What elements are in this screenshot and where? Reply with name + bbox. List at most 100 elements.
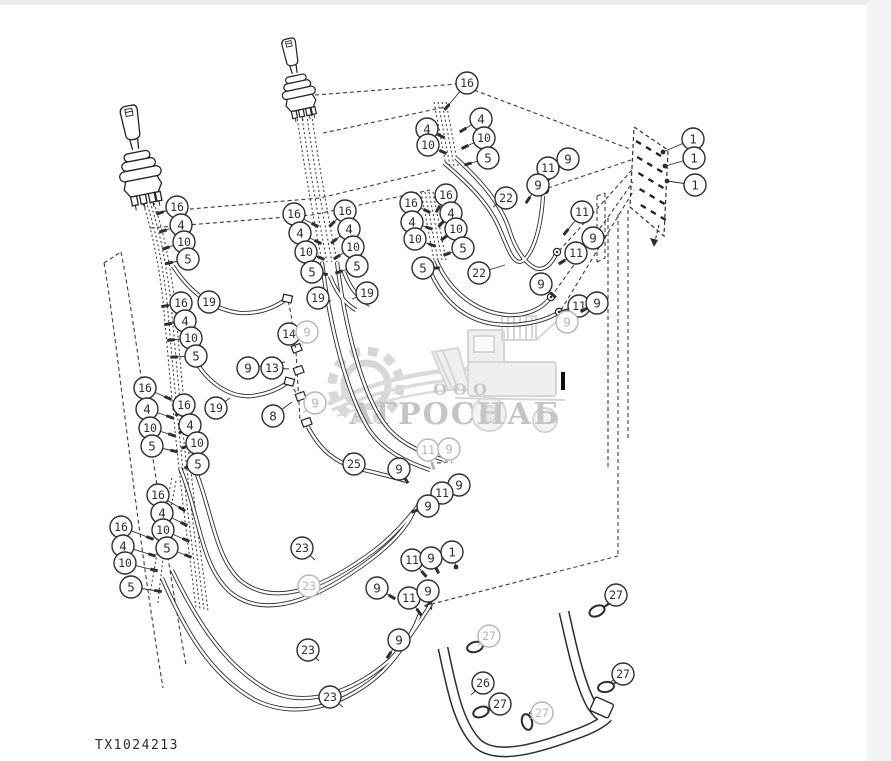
svg-text:10: 10: [449, 222, 463, 236]
callout-4: 4: [135, 397, 175, 421]
svg-text:9: 9: [455, 478, 463, 493]
drawing-number: TX1024213: [95, 738, 179, 753]
callout-10: 10: [138, 416, 177, 440]
callout-27: 27: [528, 701, 554, 725]
svg-text:10: 10: [143, 421, 157, 435]
callout-11: 11: [397, 586, 423, 616]
drain-hose: [437, 610, 615, 758]
callout-5: 5: [140, 434, 179, 458]
svg-text:4: 4: [181, 314, 189, 329]
callout-5: 5: [442, 236, 475, 260]
svg-text:16: 16: [151, 488, 165, 502]
svg-text:16: 16: [439, 188, 453, 202]
callout-22: 22: [492, 186, 518, 210]
callout-11: 11: [557, 241, 588, 266]
svg-text:10: 10: [190, 436, 204, 450]
callout-22: 22: [467, 261, 506, 285]
callout-23: 23: [318, 685, 344, 709]
svg-text:10: 10: [346, 240, 360, 254]
svg-text:16: 16: [138, 381, 152, 395]
svg-text:5: 5: [184, 252, 192, 267]
callout-10: 10: [416, 133, 448, 157]
svg-text:9: 9: [563, 315, 571, 330]
svg-text:23: 23: [301, 643, 315, 657]
callout-16: 16: [109, 515, 155, 541]
callout-23: 23: [297, 574, 322, 598]
svg-text:26: 26: [476, 676, 490, 690]
svg-text:5: 5: [459, 241, 467, 256]
svg-text:10: 10: [118, 556, 132, 570]
callouts-layer: 1641051641051916410519164105191641041051…: [109, 71, 707, 725]
callout-9: 9: [524, 173, 550, 204]
svg-text:27: 27: [482, 629, 496, 643]
combine-harvester-icon: [430, 315, 566, 433]
svg-text:4: 4: [158, 506, 166, 521]
callout-9: 9: [579, 291, 609, 315]
svg-text:16: 16: [114, 520, 128, 534]
callout-5: 5: [411, 256, 440, 280]
callout-10: 10: [180, 431, 209, 455]
svg-text:10: 10: [177, 235, 191, 249]
callout-9: 9: [387, 457, 411, 485]
svg-text:4: 4: [345, 222, 353, 237]
svg-text:19: 19: [311, 291, 325, 305]
callout-8: 8: [261, 401, 293, 428]
callout-1: 1: [662, 146, 706, 170]
svg-text:9: 9: [424, 584, 432, 599]
hose-connector: [589, 696, 615, 719]
svg-text:27: 27: [616, 667, 630, 681]
svg-text:4: 4: [177, 218, 185, 233]
callout-10: 10: [294, 240, 326, 264]
svg-text:9: 9: [373, 581, 381, 596]
svg-text:4: 4: [143, 402, 151, 417]
svg-text:27: 27: [493, 697, 507, 711]
callout-5: 5: [119, 575, 162, 599]
svg-text:1: 1: [690, 151, 698, 166]
callout-9: 9: [419, 546, 443, 575]
callout-16: 16: [160, 291, 193, 315]
svg-text:10: 10: [299, 245, 313, 259]
svg-text:5: 5: [484, 151, 492, 166]
svg-text:8: 8: [269, 409, 277, 424]
svg-text:19: 19: [209, 401, 223, 415]
callout-27: 27: [477, 624, 501, 648]
svg-text:11: 11: [405, 553, 419, 567]
callout-19: 19: [351, 281, 379, 305]
svg-text:11: 11: [402, 591, 416, 605]
svg-text:9: 9: [311, 396, 319, 411]
callout-27: 27: [486, 692, 512, 716]
callout-16: 16: [328, 199, 357, 228]
callout-27: 27: [602, 583, 628, 609]
callout-19: 19: [306, 286, 332, 310]
callout-9: 9: [295, 320, 319, 348]
callout-16: 16: [146, 483, 187, 513]
callout-16: 16: [443, 71, 479, 111]
callout-5: 5: [334, 254, 369, 278]
callout-9: 9: [410, 494, 440, 518]
svg-text:4: 4: [423, 122, 431, 137]
svg-text:1: 1: [448, 545, 456, 560]
port-manifold: [629, 125, 669, 247]
callout-26: 26: [470, 671, 495, 696]
callout-16: 16: [155, 195, 189, 219]
svg-text:5: 5: [148, 439, 156, 454]
svg-text:10: 10: [184, 331, 198, 345]
svg-text:27: 27: [535, 706, 549, 720]
callout-10: 10: [403, 227, 437, 251]
svg-text:16: 16: [174, 296, 188, 310]
svg-text:14: 14: [282, 327, 296, 341]
svg-text:23: 23: [323, 690, 337, 704]
callout-9: 9: [555, 310, 579, 334]
svg-text:4: 4: [186, 418, 194, 433]
callout-4: 4: [400, 210, 434, 234]
svg-text:9: 9: [395, 633, 403, 648]
callout-27: 27: [608, 662, 635, 686]
callout-23: 23: [296, 638, 320, 662]
callout-10: 10: [440, 217, 468, 242]
callout-1: 1: [440, 540, 464, 570]
callout-25: 25: [342, 452, 366, 476]
joystick-right: [281, 37, 318, 123]
svg-text:4: 4: [477, 112, 485, 127]
